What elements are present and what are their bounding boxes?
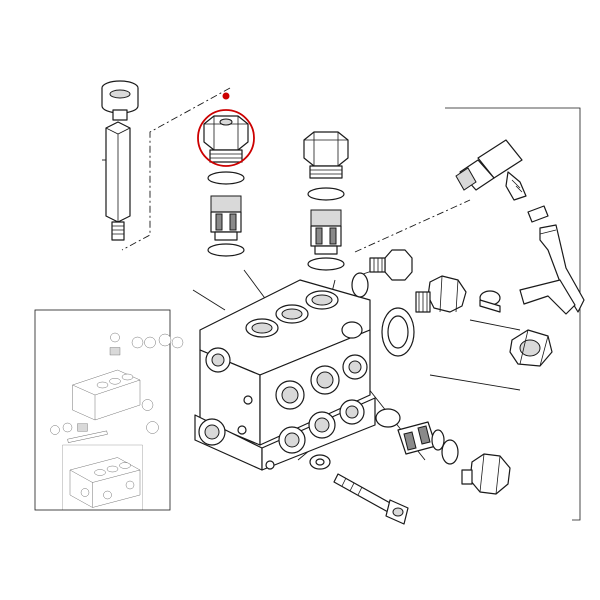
hose-clamp — [527, 205, 549, 223]
assembly-overview-inset — [34, 309, 184, 511]
drain-plug — [415, 275, 467, 313]
highlight-ring — [197, 109, 255, 167]
hose-clamp — [479, 290, 501, 313]
gauge-extension-tube — [105, 121, 131, 241]
quick-coupling — [509, 329, 553, 367]
manifold-bolt — [333, 473, 409, 525]
o-ring — [375, 408, 401, 428]
pump-manifold-block — [194, 279, 376, 471]
check-valve — [210, 195, 242, 241]
o-ring — [309, 454, 331, 470]
o-ring — [207, 243, 245, 257]
drain-plug — [461, 453, 511, 495]
valve-plug — [369, 249, 413, 281]
o-ring — [441, 439, 459, 465]
o-ring — [207, 171, 245, 185]
highlight-dot — [222, 92, 230, 100]
o-ring — [351, 272, 369, 298]
o-ring — [307, 257, 345, 271]
valve-plug — [303, 131, 349, 179]
elbow-hose-fitting — [455, 139, 527, 201]
boundary-line — [445, 107, 581, 521]
pressure-gauge — [101, 80, 139, 121]
valve-plug-highlighted — [203, 115, 249, 163]
o-ring — [307, 187, 345, 201]
o-ring — [381, 307, 415, 357]
bypass-hose — [519, 224, 585, 315]
check-valve — [397, 421, 445, 455]
check-valve — [310, 209, 342, 255]
